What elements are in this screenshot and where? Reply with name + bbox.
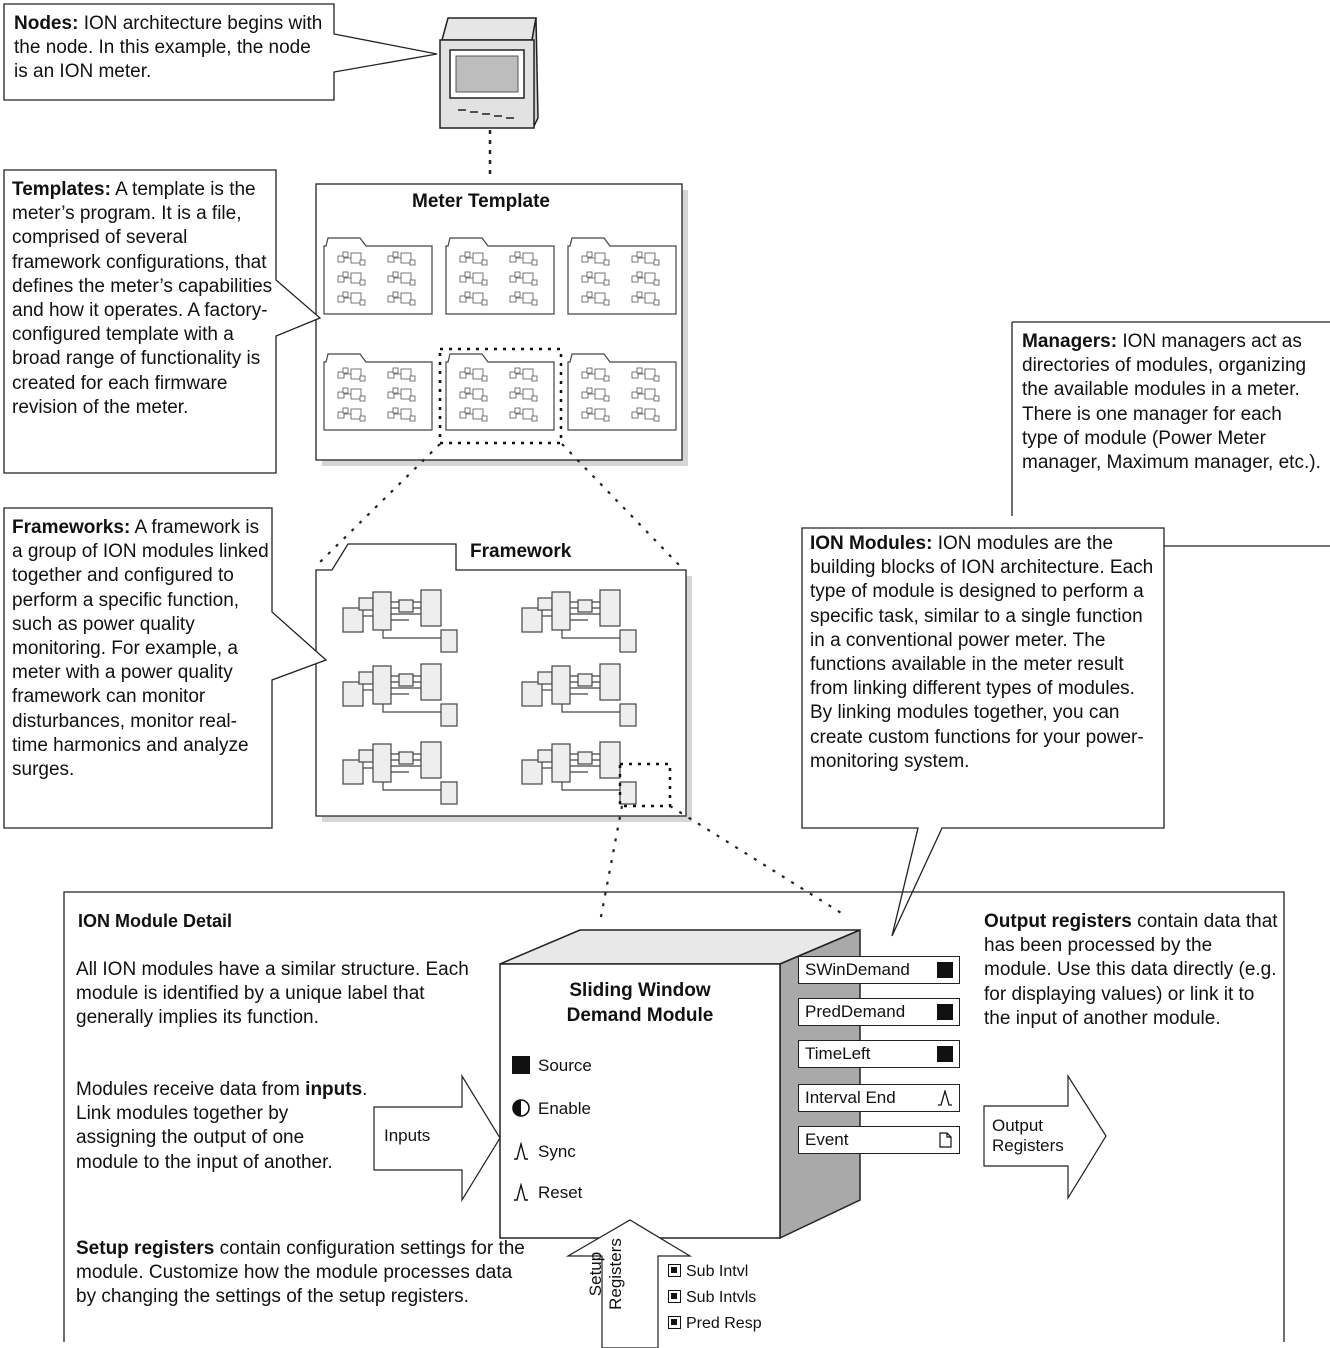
setup-register-sub-intvls[interactable]: Sub Intvls	[668, 1289, 756, 1307]
output-text-post: contain data that has been processed by …	[984, 911, 1278, 1029]
managers-title: Managers:	[1022, 331, 1118, 352]
module-name-line1: Sliding Window	[569, 980, 711, 1001]
output-register-label: SWinDemand	[805, 960, 910, 979]
inputs-description: Modules receive data from inputs. Link m…	[76, 1078, 368, 1175]
numeric-square-icon	[668, 1264, 681, 1277]
ion-modules-text: ION modules are the building blocks of I…	[810, 533, 1154, 772]
detail-title: ION Module Detail	[78, 911, 233, 931]
nodes-callout: Nodes: ION architecture begins with the …	[14, 12, 326, 85]
output-arrow-label-line2: Registers	[992, 1136, 1064, 1155]
input-sync[interactable]: Sync	[512, 1142, 576, 1162]
output-register-label: PredDemand	[805, 1002, 906, 1021]
meter-device-icon	[439, 17, 539, 129]
input-source[interactable]: Source	[512, 1056, 592, 1076]
output-register-timeleft[interactable]: TimeLeft	[798, 1040, 960, 1068]
setup-register-sub-intvl[interactable]: Sub Intvl	[668, 1263, 748, 1281]
numeric-square-icon	[937, 1004, 953, 1020]
inputs-arrow-label: Inputs	[384, 1126, 431, 1145]
event-document-icon	[939, 1132, 952, 1148]
ion-modules-title: ION Modules:	[810, 533, 933, 554]
frameworks-title: Frameworks:	[12, 517, 131, 538]
output-register-label: TimeLeft	[805, 1044, 871, 1063]
nodes-text: ION architecture begins with the node. I…	[14, 13, 323, 83]
ion-modules-callout: ION Modules: ION modules are the buildin…	[810, 532, 1162, 774]
input-enable[interactable]: Enable	[512, 1099, 591, 1119]
output-register-preddemand[interactable]: PredDemand	[798, 998, 960, 1026]
module-name: Sliding Window Demand Module	[500, 978, 780, 1028]
pulse-icon	[514, 1142, 528, 1160]
output-register-label: Event	[805, 1130, 849, 1149]
setup-register-pred-resp[interactable]: Pred Resp	[668, 1315, 762, 1333]
templates-text: A template is the meter’s program. It is…	[12, 179, 273, 418]
setup-register-label: Sub Intvls	[686, 1289, 757, 1306]
output-register-event[interactable]: Event	[798, 1126, 960, 1154]
output-register-label: Interval End	[805, 1088, 896, 1107]
structure-text: All ION modules have a similar structure…	[76, 959, 469, 1029]
numeric-square-icon	[937, 962, 953, 978]
frameworks-text: A framework is a group of ION modules li…	[12, 517, 269, 781]
managers-callout: Managers: ION managers act as directorie…	[1022, 330, 1322, 475]
output-text-bold: Output registers	[984, 911, 1132, 932]
numeric-square-icon	[668, 1290, 681, 1303]
pulse-icon	[938, 1090, 952, 1106]
input-reset[interactable]: Reset	[512, 1183, 582, 1203]
boolean-half-circle-icon	[512, 1099, 530, 1117]
input-reset-label: Reset	[538, 1183, 583, 1202]
output-arrow-label: Output Registers	[992, 1116, 1064, 1156]
nodes-title: Nodes:	[14, 13, 79, 34]
framework-label: Framework	[470, 541, 572, 562]
templates-title: Templates:	[12, 179, 111, 200]
input-sync-label: Sync	[538, 1142, 576, 1161]
setup-register-label: Sub Intvl	[686, 1263, 749, 1280]
numeric-square-icon	[512, 1056, 530, 1074]
structure-description: All ION modules have a similar structure…	[76, 958, 476, 1031]
meter-template-label: Meter Template	[412, 191, 550, 212]
output-description: Output registers contain data that has b…	[984, 910, 1280, 1031]
inputs-text-pre: Modules receive data from	[76, 1079, 306, 1100]
frameworks-callout: Frameworks: A framework is a group of IO…	[12, 516, 270, 782]
input-source-label: Source	[538, 1056, 592, 1075]
numeric-square-icon	[668, 1316, 681, 1329]
module-name-line2: Demand Module	[566, 1005, 714, 1026]
output-register-swindemand[interactable]: SWinDemand	[798, 956, 960, 984]
output-arrow-label-line1: Output	[992, 1116, 1044, 1135]
templates-callout: Templates: A template is the meter’s pro…	[12, 178, 274, 420]
setup-text-post: contain configuration settings for the m…	[76, 1238, 525, 1308]
managers-text: ION managers act as directories of modul…	[1022, 331, 1321, 474]
setup-arrow-label-line1: Setup	[586, 1251, 605, 1297]
pulse-icon	[514, 1183, 528, 1201]
setup-register-label: Pred Resp	[686, 1315, 762, 1332]
numeric-square-icon	[937, 1046, 953, 1062]
setup-description: Setup registers contain configuration se…	[76, 1237, 526, 1310]
inputs-text-bold: inputs	[305, 1079, 363, 1100]
input-enable-label: Enable	[538, 1099, 591, 1118]
setup-arrow-label-line2: Registers	[606, 1238, 625, 1310]
setup-arrow-label: Setup Registers	[586, 1232, 626, 1316]
setup-text-bold: Setup registers	[76, 1238, 215, 1259]
inputs-text-post: . Link modules together by assigning the…	[76, 1079, 368, 1173]
output-register-interval-end[interactable]: Interval End	[798, 1084, 960, 1112]
